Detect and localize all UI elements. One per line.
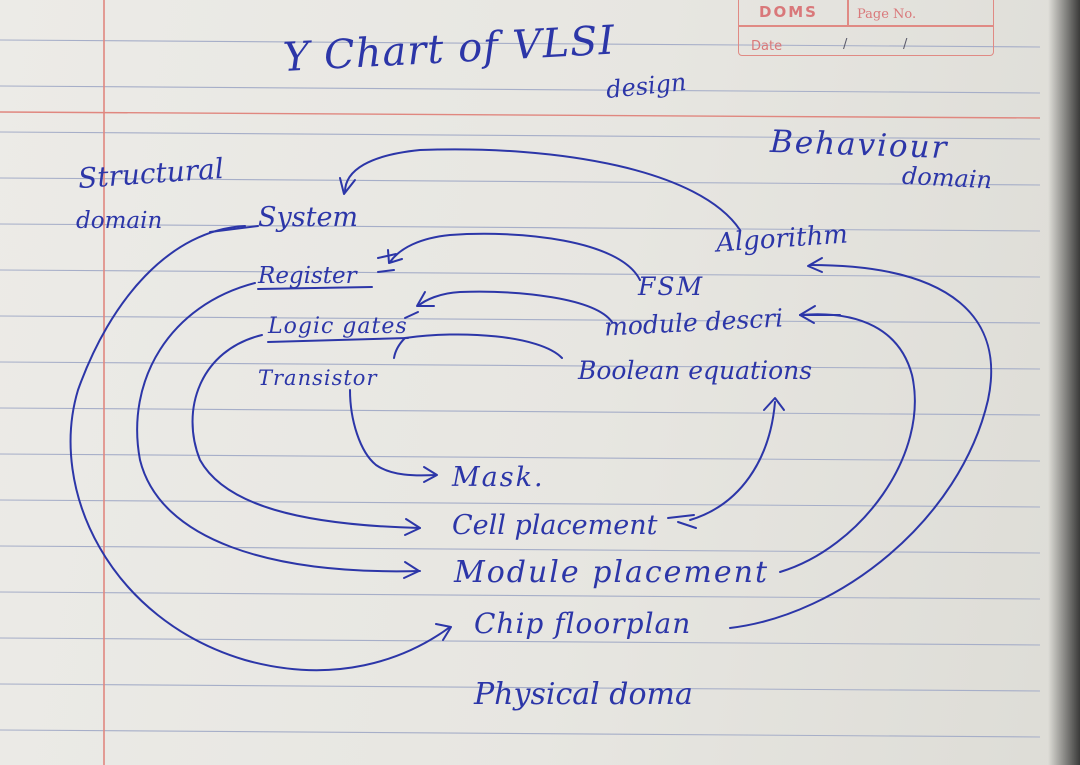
arrowhead (403, 561, 420, 579)
notebook-brand-logo: DOMS (759, 3, 818, 21)
physical-item-module-placement: Module placement (454, 555, 770, 590)
arrow-module-to-logic-gates (417, 290, 613, 323)
ruled-line (0, 39, 1041, 48)
ruled-line (0, 361, 1041, 370)
arrowhead (339, 177, 356, 195)
arrow-cell-placement-to-boolean (689, 401, 776, 521)
ruled-line (0, 545, 1041, 554)
stroke-register-underline (257, 286, 373, 290)
ruled-line (0, 453, 1041, 462)
physical-domain-heading: Physical doma (474, 677, 693, 712)
arrow-chip-floorplan-to-algorithm (729, 264, 993, 629)
ruled-line (0, 131, 1041, 140)
behavioural-item-fsm: FSM (638, 272, 705, 301)
structural-item-register: Register (258, 263, 357, 289)
behavioural-item-boolean-equations: Boolean equations (578, 356, 813, 385)
header-rule (739, 25, 993, 27)
behavioural-domain-heading: Behaviour (769, 123, 950, 167)
behavioural-domain-heading-line2: domain (901, 161, 993, 195)
arrowhead (416, 291, 435, 307)
physical-item-cell-placement: Cell placement (452, 510, 658, 541)
ruled-line (0, 269, 1041, 278)
structural-item-logic-gates: Logic gates (268, 314, 408, 339)
arrowhead (423, 466, 438, 483)
physical-item-chip-floorplan: Chip floorplan (474, 607, 692, 640)
ruled-line (0, 407, 1041, 416)
date-separator: / (903, 37, 908, 52)
header-divider (847, 0, 849, 25)
physical-item-mask: Mask. (452, 462, 545, 493)
arrow-system-to-chip-floorplan (69, 225, 451, 672)
arrowhead (435, 623, 452, 641)
stroke-logic-gates-underline (267, 337, 409, 343)
stroke-system-underline (209, 225, 259, 233)
structural-item-system: System (258, 202, 359, 233)
arrow-algorithm-to-system (344, 148, 741, 231)
arrow-logic-gates-to-cell-placement (191, 334, 421, 529)
ruled-line (0, 223, 1041, 232)
notebook-header-box: DOMS Page No. Date / / (738, 0, 994, 56)
ruled-line (0, 85, 1041, 94)
ruled-line (0, 729, 1041, 738)
arrowhead (807, 257, 823, 273)
scribble-cell-placement (667, 514, 697, 529)
ruled-line (0, 591, 1041, 600)
ruled-line (0, 177, 1041, 186)
page-number-label: Page No. (857, 7, 917, 22)
structural-item-transistor: Transistor (258, 366, 378, 390)
arrowhead (387, 249, 403, 264)
scribble-register (377, 253, 397, 273)
arrow-fsm-to-register (389, 232, 641, 281)
ruled-line (0, 499, 1041, 508)
arrow-transistor-to-mask (349, 389, 437, 477)
arrow-module-placement-to-module-descri (779, 313, 916, 573)
structural-domain-heading-line2: domain (76, 208, 163, 234)
page-edge-shadow (1048, 0, 1080, 765)
scribble-logic-gates (404, 311, 419, 319)
arrow-boolean-to-transistor (393, 333, 563, 359)
header-margin-line (0, 111, 1041, 119)
ruled-line (0, 683, 1041, 692)
ruled-line (0, 637, 1041, 646)
date-label: Date (751, 39, 783, 54)
arrowhead (763, 397, 785, 411)
arrow-register-to-module-placement (136, 282, 421, 573)
ruled-line-group (0, 39, 1041, 738)
date-separator: / (843, 37, 848, 52)
arrowhead (404, 518, 421, 536)
